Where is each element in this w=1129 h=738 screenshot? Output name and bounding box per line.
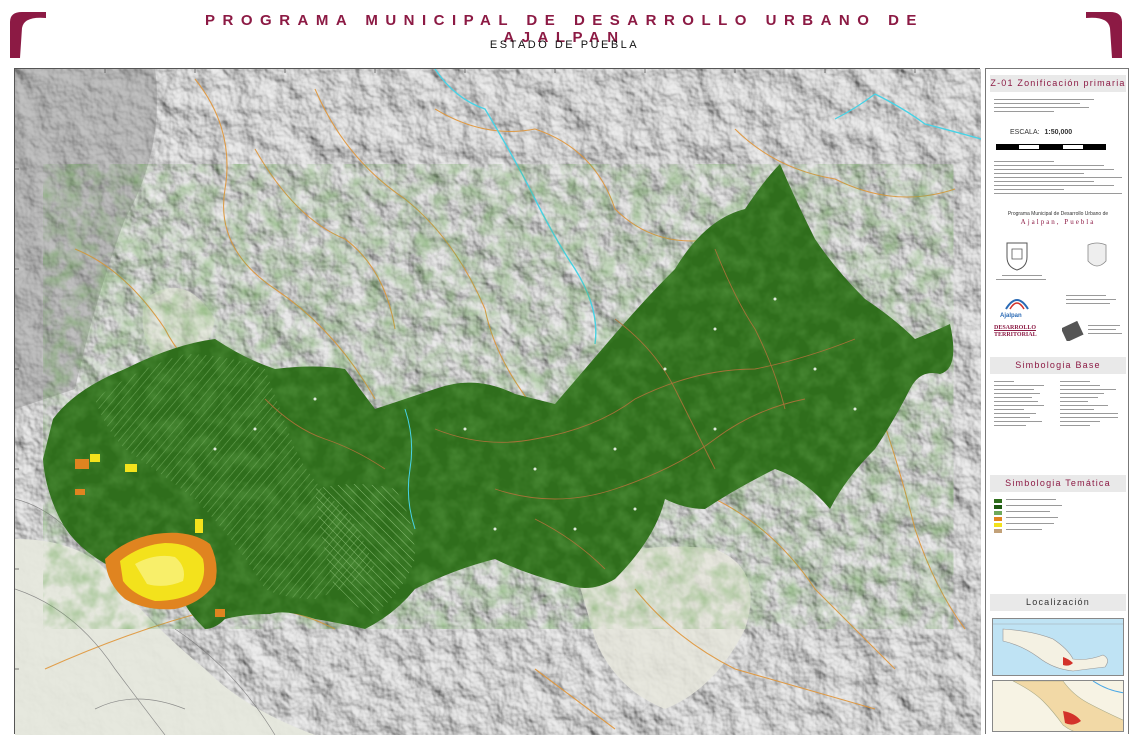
simbologia-tematica-header: Simbologia Temática: [990, 475, 1126, 492]
thematic-legend-items: [994, 499, 1002, 535]
hatched-conservation-zone: [95, 354, 375, 599]
plain-area: [15, 539, 315, 735]
map-frame[interactable]: [14, 68, 981, 735]
right-corner-ribbon-icon: [1086, 12, 1122, 58]
projection-notes: [994, 161, 1122, 197]
river: [434, 69, 597, 345]
ajalpan-logo-caption: Ajalpan: [1000, 313, 1022, 319]
qr-code-icon: [1062, 321, 1084, 341]
ajalpan-logo-icon: [1005, 299, 1029, 310]
left-corner-ribbon-icon: [10, 12, 46, 58]
sheet-notes: [994, 99, 1104, 115]
municipality-name: Ajalpan, Puebla: [1020, 218, 1096, 226]
scale-value: 1:50,000: [1044, 129, 1073, 136]
scale-label: ESCALA:: [1010, 129, 1040, 136]
localizacion-header: Localización: [990, 594, 1126, 611]
location-map-mexico: [992, 618, 1124, 676]
map-title: PROGRAMA MUNICIPAL DE DESARROLLO URBANO …: [205, 12, 924, 46]
base-symbols-right: [1060, 381, 1124, 429]
simbologia-base-header: Simbologia Base: [990, 357, 1126, 374]
river: [874, 93, 981, 140]
base-symbols-left: [994, 381, 1054, 429]
sheet-title: Z-01 Zonificación primaria: [990, 75, 1126, 92]
map-subtitle: ESTADO DE PUEBLA: [489, 39, 640, 51]
map-canvas[interactable]: [15, 69, 981, 735]
location-map-puebla: [992, 680, 1124, 732]
map-header: PROGRAMA MUNICIPAL DE DESARROLLO URBANO …: [0, 0, 1129, 66]
desarrollo-line-2: TERRITORIAL: [994, 332, 1037, 338]
urban-area-ajalpan[interactable]: [75, 454, 225, 617]
state-seal-icon: [1087, 242, 1107, 267]
settlement-markers: [213, 297, 857, 531]
municipal-seal-icon: [1006, 242, 1028, 271]
desarrollo-line-1: DESARROLLO: [994, 325, 1037, 331]
road-network: [44, 78, 966, 730]
legend-panel: Z-01 Zonificación primaria ESCALA: 1:50,…: [985, 68, 1129, 734]
scale-bar: [996, 144, 1106, 150]
program-line: Programa Municipal de Desarrollo Urbano …: [1007, 211, 1109, 217]
